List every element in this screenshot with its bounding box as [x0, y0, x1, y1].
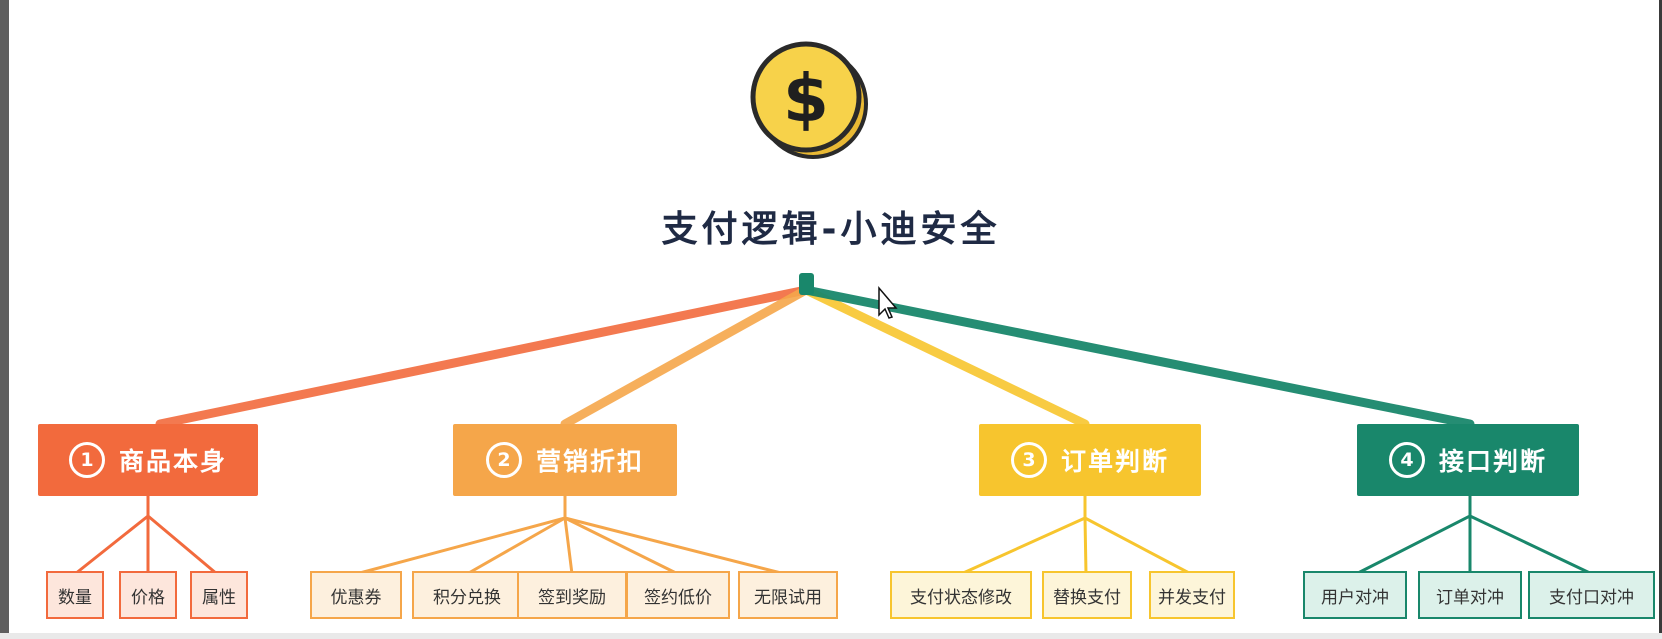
leaf-connectors-3: [960, 496, 1192, 576]
leaf-item: 积分兑换: [412, 571, 522, 619]
dollar-coin-icon: $: [750, 41, 868, 159]
leaf-connectors-4: [1355, 496, 1593, 576]
leaf-item: 支付状态修改: [890, 571, 1032, 619]
leaf-item: 价格: [119, 571, 177, 619]
branch-number-1: 1: [68, 442, 105, 478]
root-node: [799, 273, 814, 295]
window-frame-bottom: [0, 633, 1662, 639]
connector-branch-4: [801, 285, 1475, 429]
branch-label-3: 订单判断: [1060, 447, 1169, 476]
leaf-item: 优惠券: [310, 571, 402, 619]
connector-branch-3: [801, 285, 1090, 429]
branch-number-4: 4: [1388, 442, 1425, 478]
branch-node-2: 2 营销折扣: [453, 424, 677, 496]
branch-node-3: 3 订单判断: [979, 424, 1201, 496]
branch-label-1: 商品本身: [118, 447, 227, 476]
window-frame-right: [1659, 0, 1662, 639]
branch-label-4: 接口判断: [1438, 447, 1547, 476]
leaf-item: 支付口对冲: [1528, 571, 1655, 619]
leaf-item: 数量: [46, 571, 104, 619]
connector-branch-1: [155, 285, 811, 429]
leaf-item: 替换支付: [1042, 571, 1132, 619]
branch-number-3: 3: [1010, 442, 1047, 478]
connector-branch-2: [560, 285, 811, 429]
leaf-connectors-1: [74, 496, 218, 576]
leaf-item: 签约低价: [626, 571, 730, 619]
mouse-cursor-icon: [878, 285, 898, 319]
window-frame-left: [0, 0, 9, 639]
leaf-item: 用户对冲: [1303, 571, 1407, 619]
leaf-item: 订单对冲: [1418, 571, 1522, 619]
leaf-item: 并发支付: [1149, 571, 1235, 619]
leaf-connectors-2: [355, 496, 786, 576]
branch-node-1: 1 商品本身: [38, 424, 258, 496]
branch-number-2: 2: [485, 442, 522, 478]
diagram-title: 支付逻辑-小迪安全: [661, 209, 1001, 250]
leaf-item: 属性: [190, 571, 248, 619]
branch-label-2: 营销折扣: [535, 447, 644, 476]
svg-text:$: $: [783, 60, 829, 137]
branch-node-4: 4 接口判断: [1357, 424, 1579, 496]
leaf-item: 签到奖励: [517, 571, 627, 619]
leaf-item: 无限试用: [738, 571, 838, 619]
